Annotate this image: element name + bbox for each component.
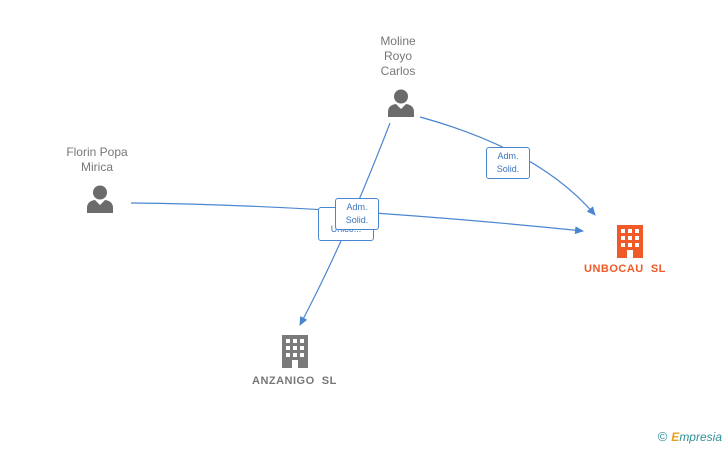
building-icon[interactable] — [615, 224, 645, 258]
building-icon[interactable] — [280, 334, 310, 368]
copyright-icon: © — [657, 429, 668, 444]
person-icon[interactable] — [86, 184, 114, 214]
company-anzanigo-name[interactable]: ANZANIGO SL — [252, 375, 337, 387]
person-florin-name: Florin Popa Mirica — [66, 145, 128, 174]
brand-name: Empresia — [671, 429, 722, 444]
edge-label-florin-unbocau: Adm. Solid. — [335, 198, 379, 230]
person-moline-name: Moline Royo Carlos — [380, 34, 416, 78]
edge-label-moline-unbocau: Adm. Solid. — [486, 147, 530, 179]
person-icon[interactable] — [387, 88, 415, 118]
company-unbocau-name[interactable]: UNBOCAU SL — [584, 263, 666, 275]
brand-logo: © Empresia — [658, 429, 722, 444]
